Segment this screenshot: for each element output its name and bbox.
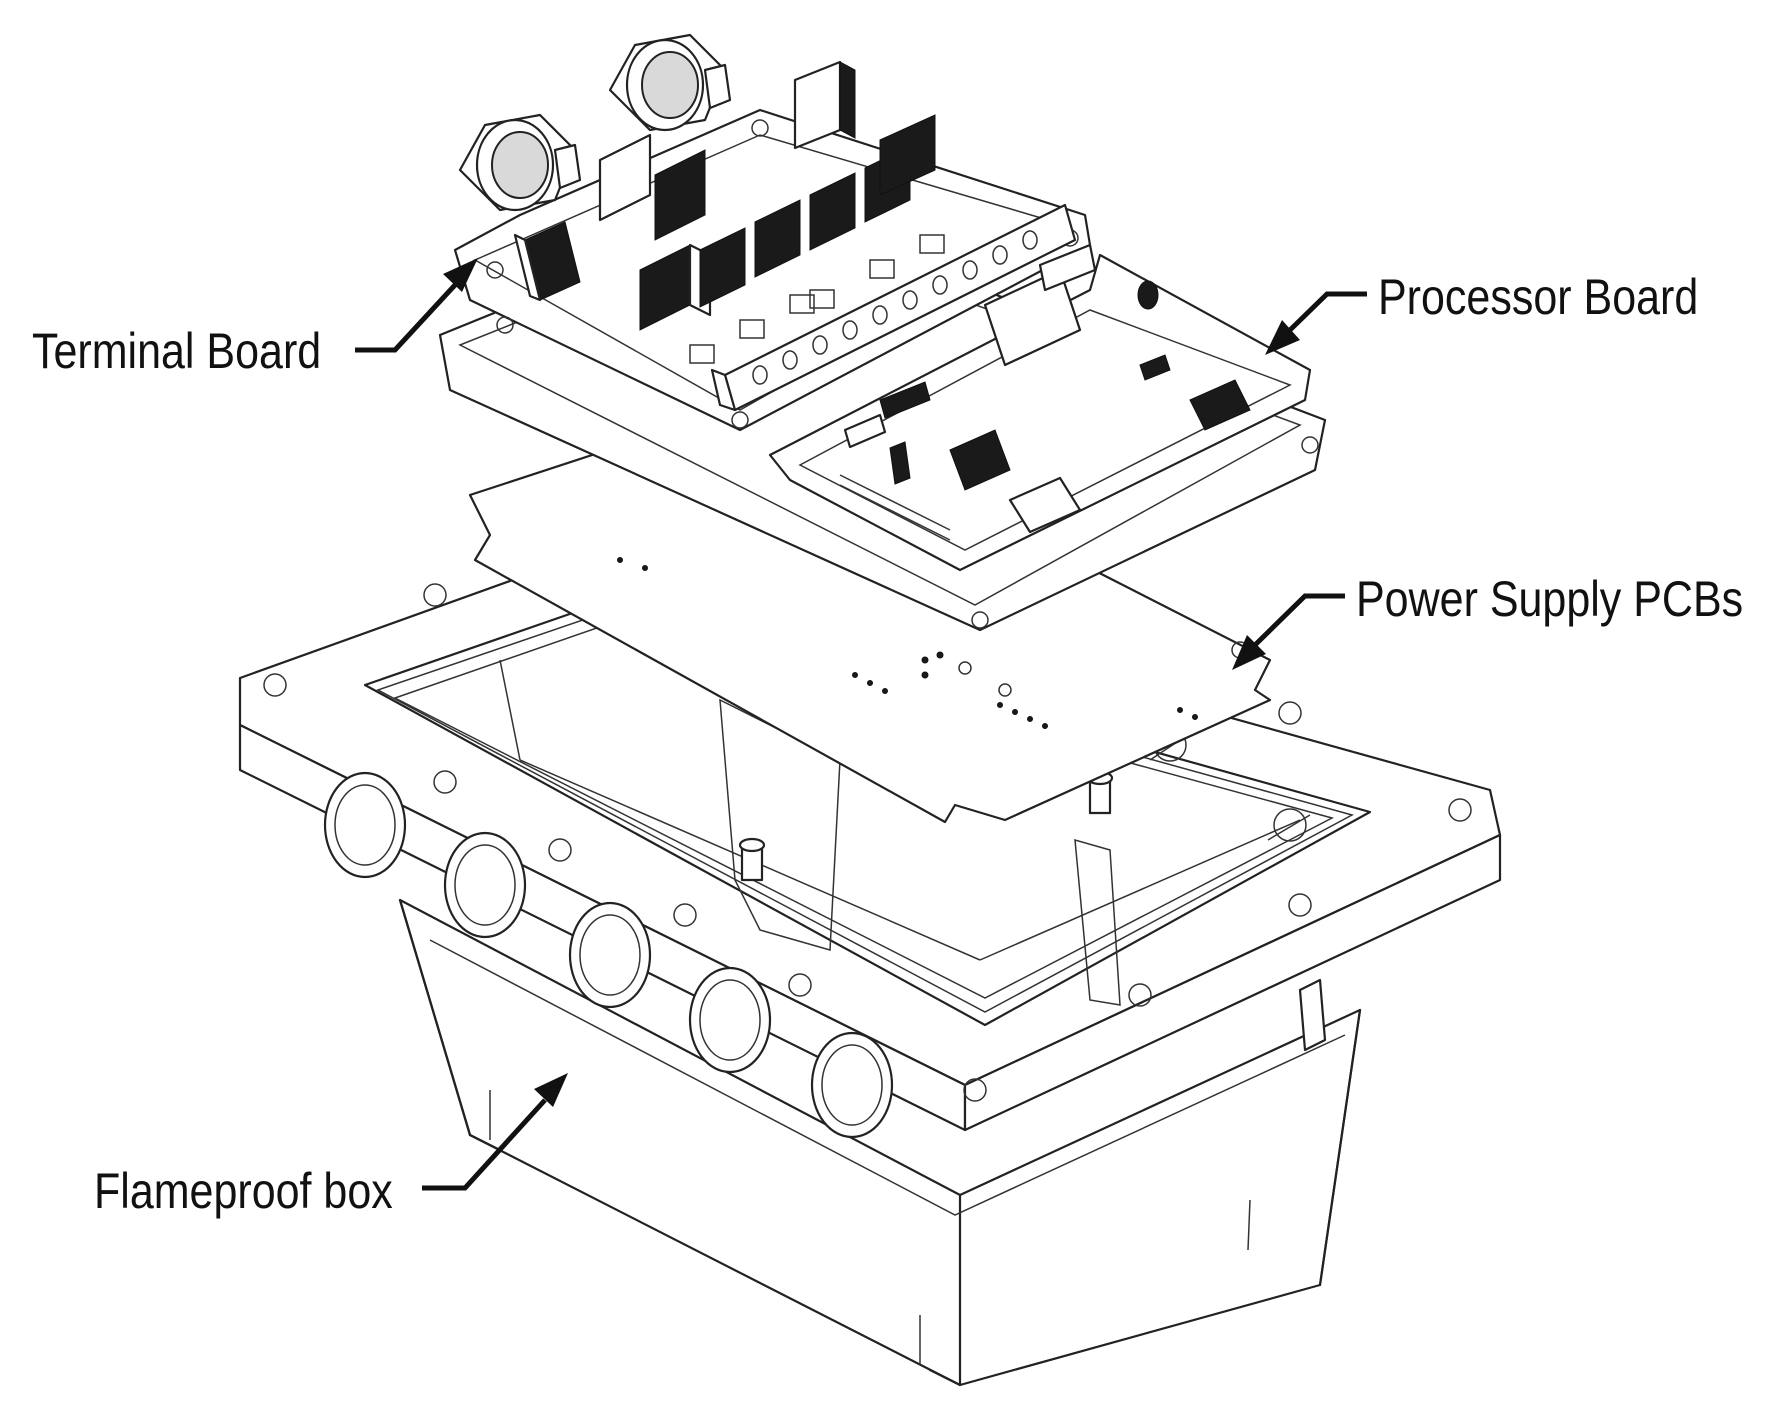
round-sockets: [458, 33, 732, 212]
pin-header: [839, 474, 951, 541]
processor-board-label: Processor Board: [1378, 269, 1699, 325]
cable-entries: [323, 771, 894, 1139]
flameproof-box-arrow: [422, 1073, 568, 1191]
processor-board-arrow: [1265, 291, 1367, 355]
terminal-connectors: [513, 60, 936, 331]
terminal-strip: [710, 203, 1077, 412]
callout-arrows: [355, 258, 1367, 1191]
terminal-pads: [689, 234, 945, 364]
pcb-dots: [617, 557, 1198, 729]
ground-stud-left: [738, 837, 766, 882]
flange-bolt-holes: [263, 583, 1472, 1102]
flameproof-box: [238, 543, 1502, 1387]
power-supply-pcbs-label: Power Supply PCBs: [1356, 571, 1744, 627]
terminal-board-arrow: [355, 258, 478, 353]
flameproof-box-label: Flameproof box: [94, 1163, 393, 1219]
terminal-board-label: Terminal Board: [32, 323, 322, 379]
processor-chips: [843, 243, 1251, 534]
power-supply-arrow: [1232, 593, 1345, 670]
processor-board: [768, 243, 1312, 572]
